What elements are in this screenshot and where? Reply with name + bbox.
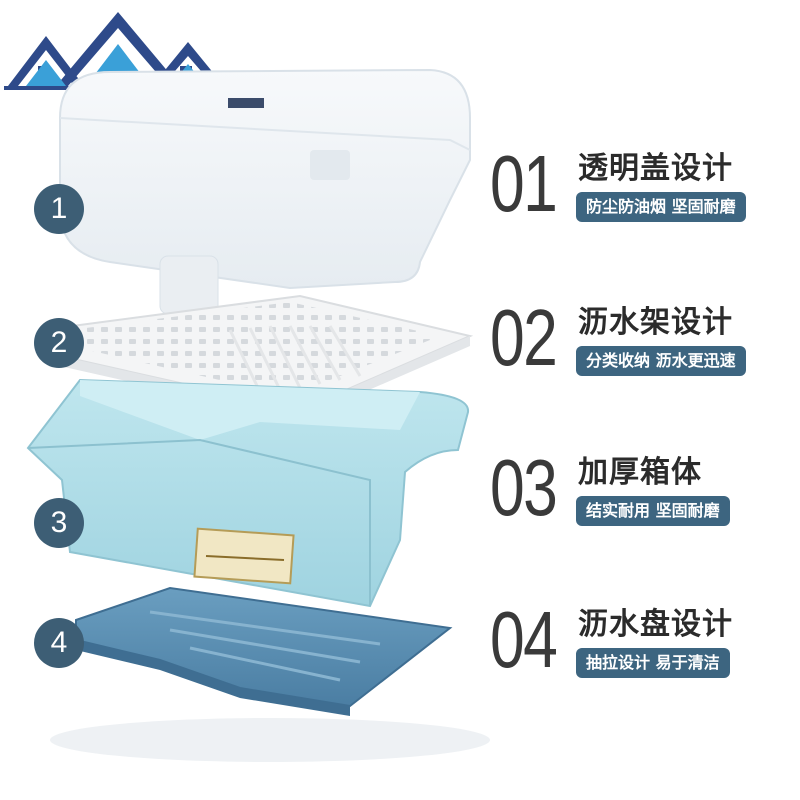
step-badge-3: 3 [34, 498, 84, 548]
feature-title: 沥水盘设计 [578, 607, 733, 642]
feature-number: 03 [490, 443, 558, 532]
feature-4: 04 沥水盘设计 抽拉设计 易于清洁 [490, 600, 790, 686]
step-badge-4: 4 [34, 618, 84, 668]
feature-tag: 分类收纳 沥水更迅速 [576, 346, 746, 376]
box-body [26, 378, 470, 608]
feature-tag: 结实耐用 坚固耐磨 [576, 496, 730, 526]
feature-tag: 防尘防油烟 坚固耐磨 [576, 192, 746, 222]
feature-2: 02 沥水架设计 分类收纳 沥水更迅速 [490, 298, 790, 384]
feature-tag: 抽拉设计 易于清洁 [576, 648, 730, 678]
feature-1: 01 透明盖设计 防尘防油烟 坚固耐磨 [490, 144, 790, 230]
drip-tray [75, 586, 453, 716]
feature-title: 加厚箱体 [578, 455, 702, 490]
feature-number: 01 [490, 139, 558, 228]
step-badge-2: 2 [34, 318, 84, 368]
step-badge-1: 1 [34, 184, 84, 234]
feature-title: 透明盖设计 [578, 151, 733, 186]
feature-3: 03 加厚箱体 结实耐用 坚固耐磨 [490, 448, 790, 534]
feature-number: 02 [490, 293, 558, 382]
lid [59, 68, 471, 315]
feature-number: 04 [490, 595, 558, 684]
feature-title: 沥水架设计 [578, 305, 733, 340]
